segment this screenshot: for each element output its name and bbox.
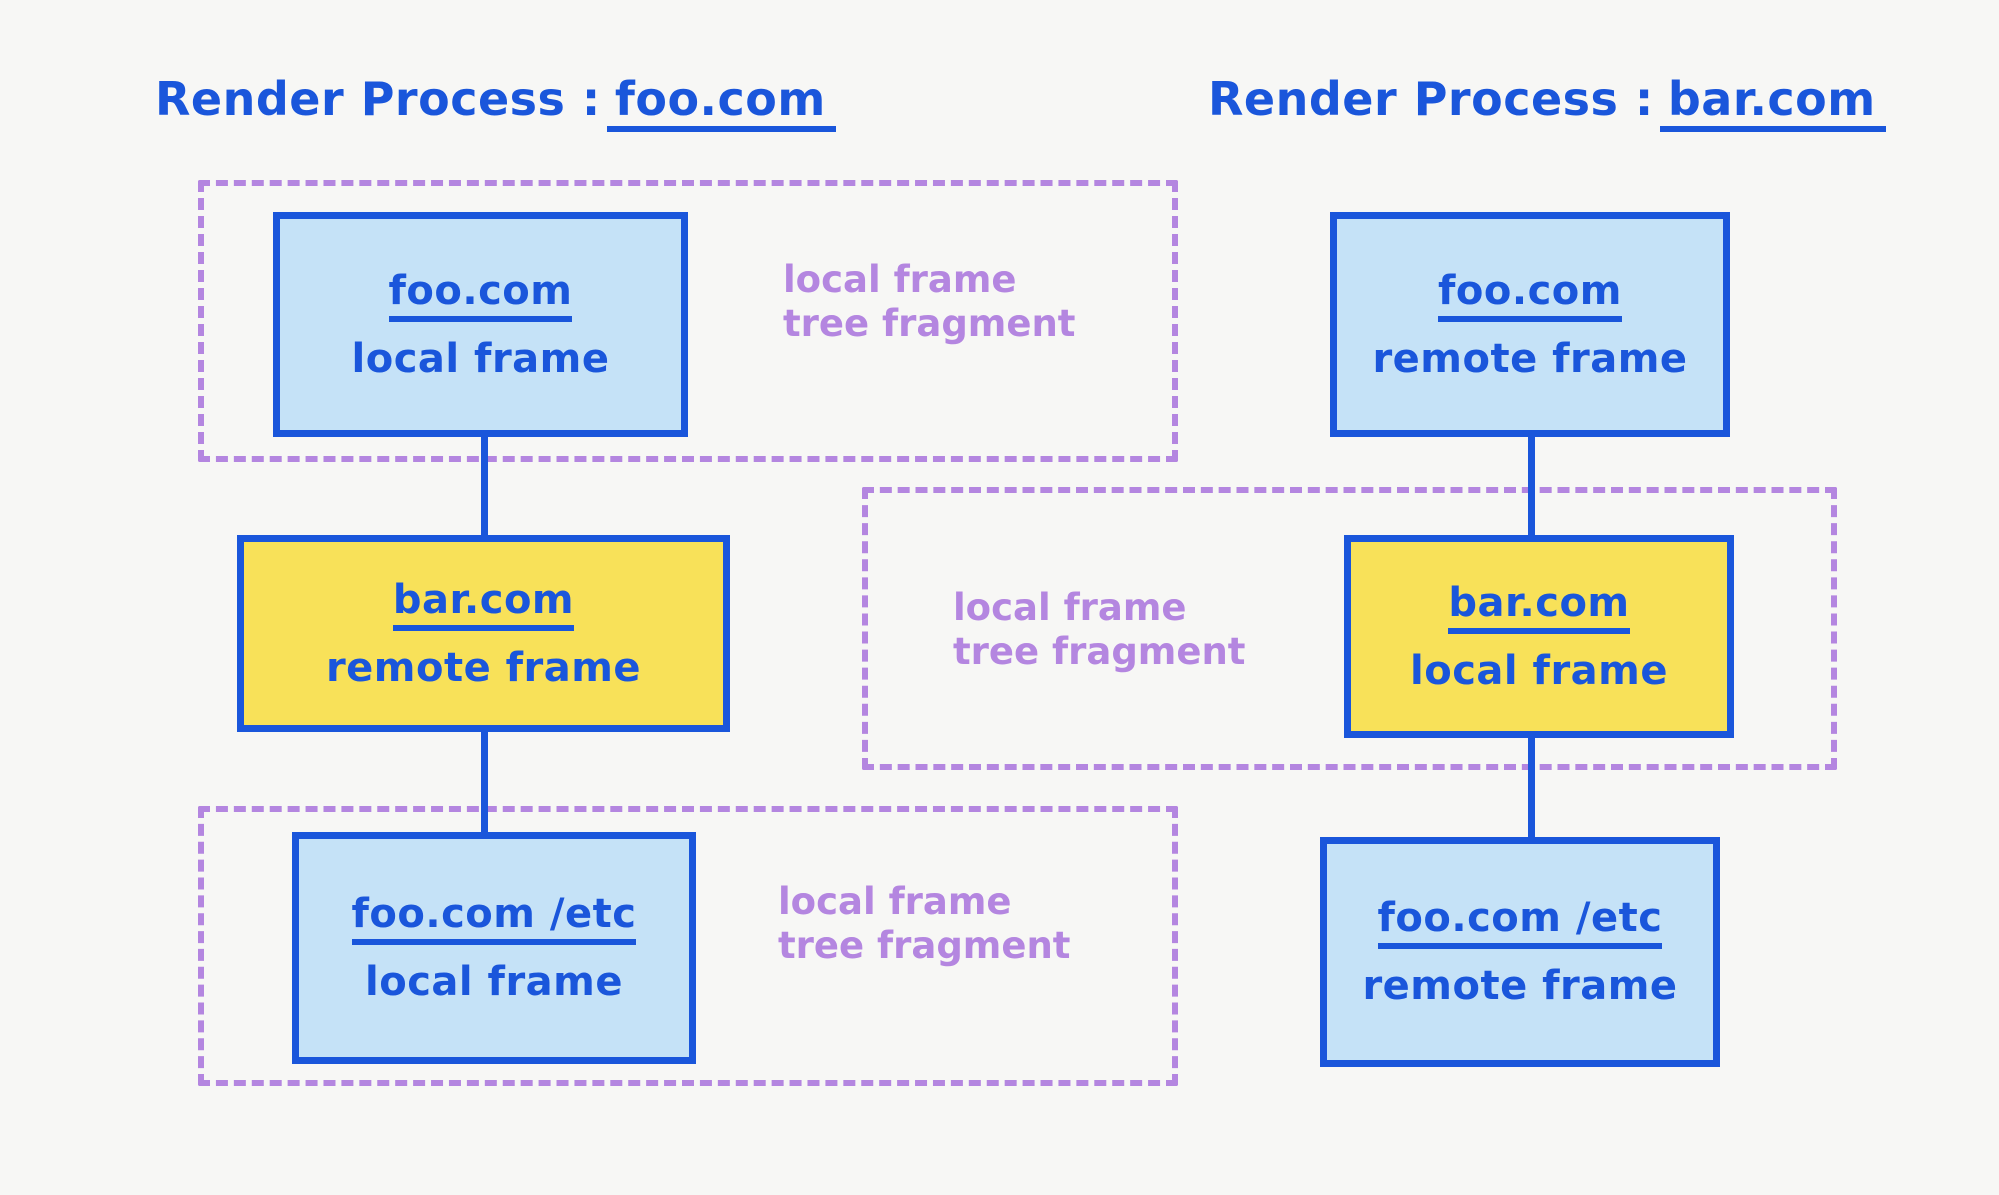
frame-kind-label: remote frame — [1372, 335, 1688, 382]
connector-foo-1-2 — [481, 430, 488, 543]
fragment-caption-middle: local frame tree fragment — [953, 586, 1246, 673]
frame-kind-label: remote frame — [1362, 963, 1678, 1009]
frame-host-label: foo.com /etc — [351, 893, 637, 945]
render-process-title-prefix: Render Process : — [155, 72, 601, 126]
frame-kind-label: local frame — [351, 335, 610, 382]
render-process-title-foo: Render Process :foo.com — [155, 64, 836, 134]
connector-foo-2-3 — [481, 725, 488, 840]
frame-box-fooetc-remote[interactable]: foo.com /etc remote frame — [1320, 837, 1720, 1067]
frame-kind-label: local frame — [1410, 647, 1668, 694]
fragment-caption-top-left: local frame tree fragment — [783, 258, 1076, 345]
fragment-outline-bar-middle — [862, 487, 1837, 770]
render-process-title-prefix: Render Process : — [1208, 72, 1654, 126]
fragment-outline-foo-bottom — [198, 806, 1178, 1086]
render-process-host-bar: bar.com — [1659, 64, 1886, 134]
frame-box-bar-remote[interactable]: bar.com remote frame — [237, 535, 730, 732]
frame-kind-label: remote frame — [325, 644, 642, 691]
frame-host-label: foo.com — [388, 270, 573, 322]
render-process-title-bar: Render Process :bar.com — [1208, 64, 1886, 134]
fragment-outline-foo-top — [198, 180, 1178, 462]
frame-host-label: foo.com /etc — [1377, 897, 1663, 949]
frame-box-fooetc-local[interactable]: foo.com /etc local frame — [292, 832, 696, 1064]
frame-host-label: bar.com — [392, 579, 575, 631]
frame-kind-label: local frame — [365, 959, 623, 1005]
render-process-host-foo: foo.com — [606, 64, 836, 134]
connector-bar-1-2 — [1528, 430, 1535, 543]
frame-box-bar-local[interactable]: bar.com local frame — [1344, 535, 1734, 738]
frame-host-label: foo.com — [1438, 270, 1622, 322]
connector-bar-2-3 — [1528, 733, 1535, 843]
frame-box-foo-remote[interactable]: foo.com remote frame — [1330, 212, 1730, 437]
frame-box-foo-local[interactable]: foo.com local frame — [273, 212, 688, 437]
fragment-caption-bottom-left: local frame tree fragment — [778, 880, 1071, 967]
frame-host-label: bar.com — [1448, 582, 1630, 634]
